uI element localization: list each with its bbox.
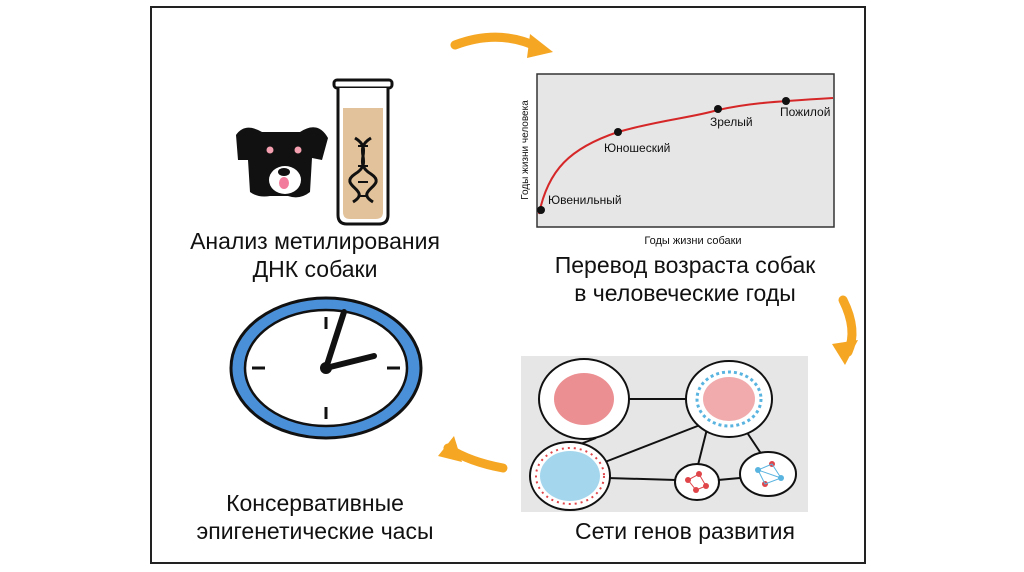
caption-line: эпигенетические часы	[196, 517, 434, 544]
gene-network-diagram	[521, 356, 808, 512]
cycle-arrow-icon	[450, 32, 553, 58]
x-axis-label: Годы жизни собаки	[644, 235, 741, 247]
point-senior	[782, 97, 790, 105]
point-mature	[714, 105, 722, 113]
cycle-arrow-icon	[438, 436, 508, 473]
point-label: Ювенильный	[548, 193, 622, 207]
gene-network-caption: Сети генов развития	[575, 518, 795, 544]
age-conversion-chart: Ювенильный Юношеский Зрелый Пожилой Годы…	[520, 73, 835, 247]
dna-methylation-caption: Анализ метилирования ДНК собаки	[150, 228, 480, 283]
y-axis-label: Годы жизни человека	[520, 100, 531, 200]
caption-line: Консервативные	[226, 490, 404, 516]
point-juvenile	[537, 206, 545, 214]
caption-line: ДНК собаки	[252, 255, 378, 282]
age-curve	[538, 97, 834, 215]
point-label: Пожилой	[780, 105, 830, 119]
dog-icon	[236, 127, 328, 198]
clock-icon	[229, 296, 423, 440]
caption-line: в человеческие годы	[574, 279, 796, 306]
epigenetic-clock-caption: Консервативные эпигенетические часы	[150, 490, 480, 545]
dna-icon	[348, 136, 378, 204]
point-label: Зрелый	[710, 115, 753, 129]
cycle-arrow-icon	[832, 295, 858, 365]
point-label: Юношеский	[604, 141, 670, 155]
point-adolescent	[614, 128, 622, 136]
caption-line: Анализ метилирования	[190, 228, 440, 254]
age-conversion-caption: Перевод возраста собак в человеческие го…	[520, 252, 850, 307]
caption-line: Перевод возраста собак	[554, 252, 816, 278]
